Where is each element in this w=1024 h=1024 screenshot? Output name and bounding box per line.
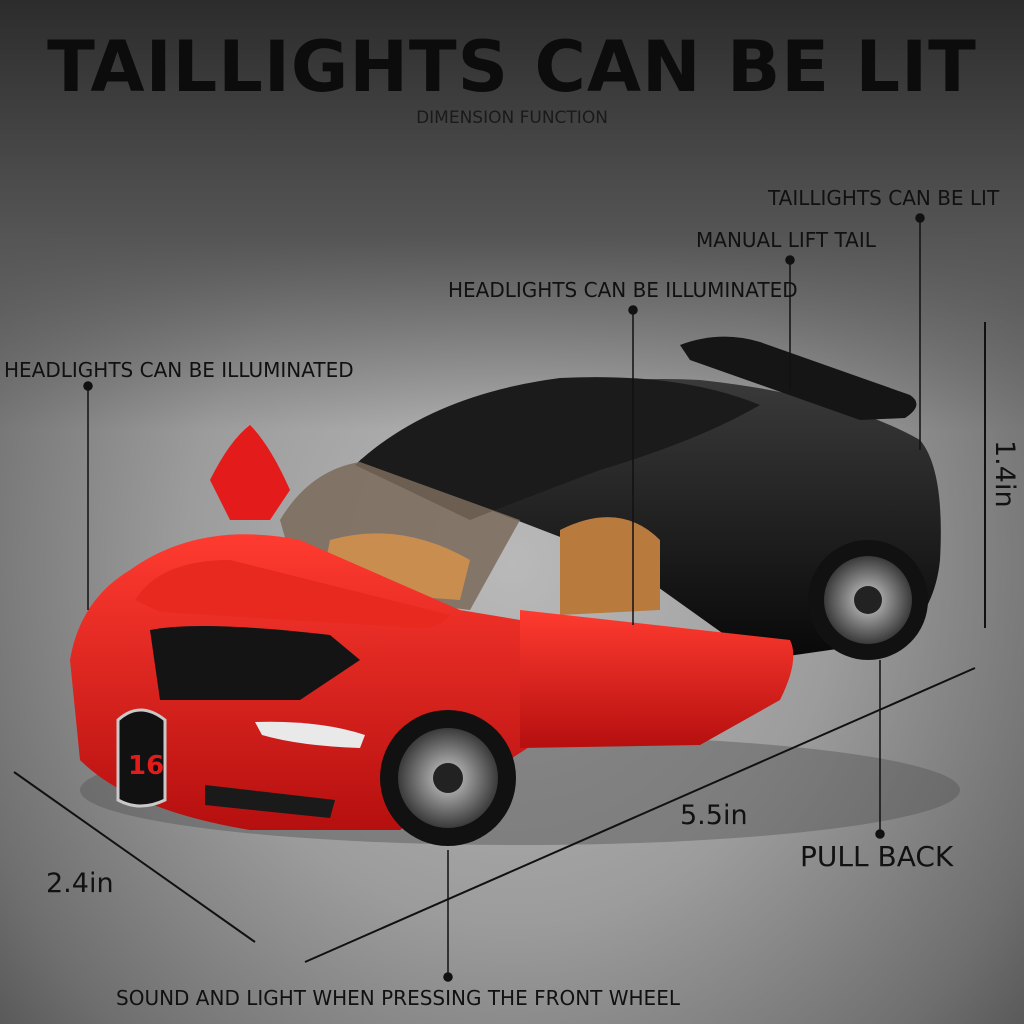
callout-headlights-left: HEADLIGHTS CAN BE ILLUMINATED: [4, 358, 354, 382]
background-gradient: [0, 0, 1024, 430]
callout-taillights: TAILLIGHTS CAN BE LIT: [768, 186, 1000, 210]
page-subtitle: DIMENSION FUNCTION: [416, 108, 608, 128]
rear-spoiler: [680, 336, 917, 420]
callout-sound-light: SOUND AND LIGHT WHEN PRESSING THE FRONT …: [116, 986, 680, 1010]
front-headlight: [255, 721, 365, 748]
callout-manual-lift-tail: MANUAL LIFT TAIL: [696, 228, 876, 252]
dimension-height: 1.4in: [989, 440, 1020, 508]
dimension-width: 2.4in: [46, 868, 114, 899]
dimension-length: 5.5in: [680, 800, 748, 831]
seat-right: [560, 517, 660, 615]
callout-lines: [83, 213, 925, 982]
dimension-lines: [13, 322, 986, 963]
front-intake: [205, 785, 335, 818]
callout-pull-back: PULL BACK: [800, 840, 954, 873]
car-roof: [355, 377, 760, 520]
grille-number: 16: [128, 751, 164, 781]
page-title: TAILLIGHTS CAN BE LIT: [47, 26, 977, 108]
front-hood-open: [135, 560, 450, 628]
front-grille: [116, 708, 167, 808]
callout-headlights-mid: HEADLIGHTS CAN BE ILLUMINATED: [448, 278, 798, 302]
door-left-open: [210, 425, 290, 520]
engine-bay: [150, 626, 360, 700]
door-right-open: [520, 610, 794, 748]
